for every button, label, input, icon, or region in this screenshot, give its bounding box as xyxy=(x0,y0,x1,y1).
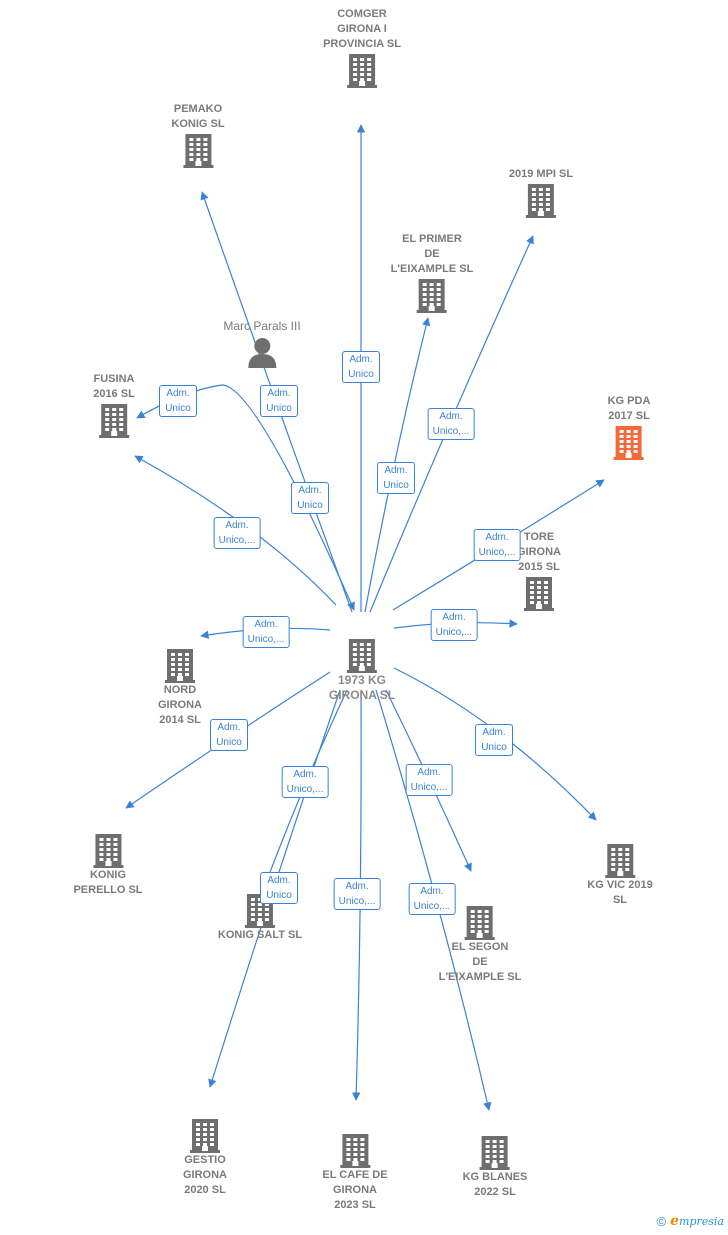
edge-label-marc-to-center[interactable]: Adm. Unico xyxy=(260,385,298,417)
edge-label-center-to-gestio[interactable]: Adm. Unico xyxy=(260,872,298,904)
building-icon xyxy=(614,426,644,460)
node-label-blanes: KG BLANES 2022 SL xyxy=(462,1171,528,1198)
node-gestio[interactable]: GESTIO GIRONA 2020 SL xyxy=(183,1117,227,1198)
edge-label-center-to-perello[interactable]: Adm. Unico xyxy=(210,719,248,751)
node-label-tore: TORE GIRONA 2015 SL xyxy=(517,531,561,573)
copyright-symbol: © xyxy=(656,1213,667,1229)
node-label-mpi2019: 2019 MPI SL xyxy=(508,168,574,180)
node-label-primer: EL PRIMER DE L'EIXAMPLE SL xyxy=(390,233,474,275)
edge-label-center-to-kgpda[interactable]: Adm. Unico,... xyxy=(473,529,521,561)
brand-initial: e xyxy=(670,1213,680,1229)
node-label-nord: NORD GIRONA 2014 SL xyxy=(158,684,202,726)
person-icon xyxy=(247,338,276,368)
edge-label-center-to-salt[interactable]: Adm. Unico,... xyxy=(281,766,329,798)
node-label-center: 1973 KG GIRONA SL xyxy=(328,673,396,702)
edge-label-center-to-nord[interactable]: Adm. Unico,... xyxy=(242,616,290,648)
building-icon xyxy=(480,1136,510,1170)
edge-label-center-to-blanes[interactable]: Adm. Unico,... xyxy=(408,883,456,915)
edge-label-center-to-comger[interactable]: Adm. Unico xyxy=(342,351,380,383)
brand-name: mpresia xyxy=(679,1215,724,1228)
node-label-marc: Marc Parals III xyxy=(223,319,301,333)
building-icon xyxy=(524,577,554,611)
node-center[interactable]: 1973 KG GIRONA SL xyxy=(329,637,395,703)
node-label-kgpda: KG PDA 2017 SL xyxy=(607,395,651,422)
node-label-comger: COMGER GIRONA I PROVINCIA SL xyxy=(323,8,401,50)
node-primer[interactable]: EL PRIMER DE L'EIXAMPLE SL xyxy=(390,232,474,313)
node-nord[interactable]: NORD GIRONA 2014 SL xyxy=(158,647,202,728)
edge-label-center-to-pemako[interactable]: Adm. Unico xyxy=(291,482,329,514)
node-perello[interactable]: KONIG PERELLO SL xyxy=(73,832,143,898)
node-mpi2019[interactable]: 2019 MPI SL xyxy=(509,167,573,218)
node-blanes[interactable]: KG BLANES 2022 SL xyxy=(462,1134,528,1200)
building-icon xyxy=(182,134,213,168)
building-icon xyxy=(339,1134,370,1168)
node-vic[interactable]: KG VIC 2019 SL xyxy=(587,842,653,908)
brand-logo[interactable]: © empresia xyxy=(657,1213,724,1229)
node-marc[interactable]: Marc Parals III xyxy=(223,319,301,370)
node-label-fusina: FUSINA 2016 SL xyxy=(93,373,135,400)
building-icon xyxy=(417,279,447,313)
edge-label-center-to-tore[interactable]: Adm. Unico,... xyxy=(430,609,478,641)
node-label-pemako: PEMAKO KONIG SL xyxy=(171,103,225,130)
edge-label-center-to-mpi2019[interactable]: Adm. Unico,... xyxy=(427,408,475,440)
building-icon xyxy=(93,834,123,868)
node-segon[interactable]: EL SEGON DE L'EIXAMPLE SL xyxy=(438,904,522,985)
building-icon xyxy=(165,649,195,683)
node-tore[interactable]: TORE GIRONA 2015 SL xyxy=(517,530,561,611)
node-comger[interactable]: COMGER GIRONA I PROVINCIA SL xyxy=(323,7,401,88)
node-pemako[interactable]: PEMAKO KONIG SL xyxy=(171,102,225,168)
edge-label-center-to-vic[interactable]: Adm. Unico xyxy=(475,724,513,756)
node-fusina[interactable]: FUSINA 2016 SL xyxy=(93,372,135,438)
node-label-perello: KONIG PERELLO SL xyxy=(73,869,143,896)
node-label-segon: EL SEGON DE L'EIXAMPLE SL xyxy=(438,941,522,983)
edge-marc-to-center xyxy=(221,384,355,611)
node-label-gestio: GESTIO GIRONA 2020 SL xyxy=(183,1154,227,1196)
edge-label-center-to-fusina[interactable]: Adm. Unico,... xyxy=(213,517,261,549)
edge-label-marc-to-fusina[interactable]: Adm. Unico xyxy=(159,385,197,417)
building-icon xyxy=(346,54,377,88)
edge-label-center-to-cafe[interactable]: Adm. Unico,... xyxy=(333,878,381,910)
node-label-salt: KONIG SALT SL xyxy=(217,929,303,941)
node-salt[interactable]: KONIG SALT SL xyxy=(218,892,302,943)
edge-label-center-to-segon[interactable]: Adm. Unico,... xyxy=(405,764,453,796)
node-label-vic: KG VIC 2019 SL xyxy=(587,879,653,906)
building-icon xyxy=(525,184,556,218)
node-kgpda[interactable]: KG PDA 2017 SL xyxy=(607,394,651,460)
building-icon xyxy=(465,906,495,940)
edge-label-center-to-primer[interactable]: Adm. Unico xyxy=(377,462,415,494)
node-cafe[interactable]: EL CAFE DE GIRONA 2023 SL xyxy=(322,1132,388,1213)
building-icon xyxy=(190,1119,220,1153)
building-icon xyxy=(99,404,129,438)
node-label-cafe: EL CAFE DE GIRONA 2023 SL xyxy=(322,1169,388,1211)
building-icon xyxy=(346,639,377,673)
edge-center-to-primer xyxy=(364,317,431,613)
building-icon xyxy=(604,844,635,878)
